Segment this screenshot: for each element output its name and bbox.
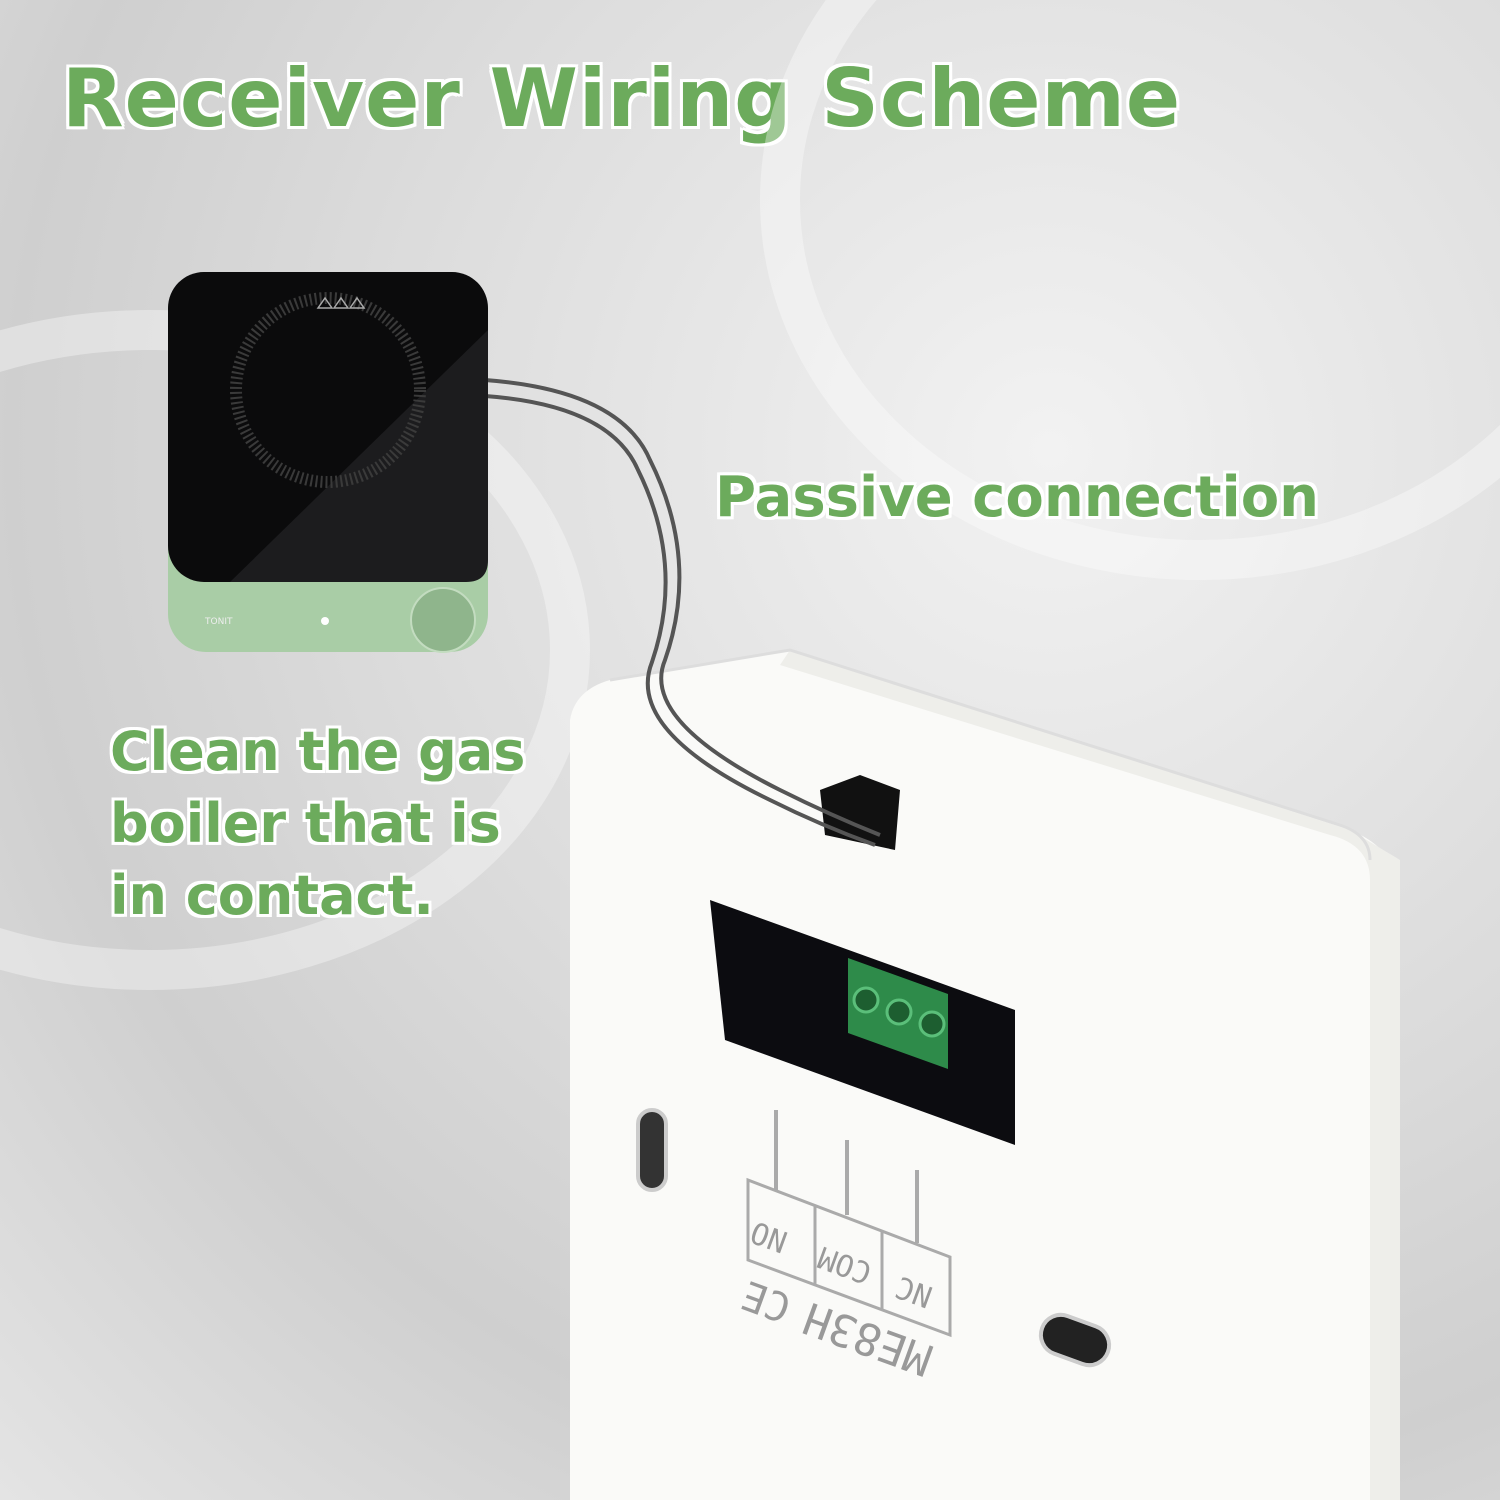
hob-brand: TONIT [204, 617, 233, 627]
page-title: Receiver Wiring Scheme [62, 52, 1182, 145]
wires [484, 378, 881, 847]
hob-knob [410, 587, 476, 653]
clean-label-line: Clean the gas [110, 720, 526, 783]
passive-connection-label: Passive connection [715, 465, 1320, 530]
background-swirls [0, 0, 1500, 970]
clean-label-line: boiler that is [110, 792, 501, 855]
clean-boiler-label: Clean the gas boiler that is in contact. [110, 716, 525, 932]
induction-hob: TONIT [168, 272, 488, 653]
clean-label-line: in contact. [110, 864, 434, 927]
receiver-box: NO COM NC ME83H CE [570, 648, 1400, 1500]
